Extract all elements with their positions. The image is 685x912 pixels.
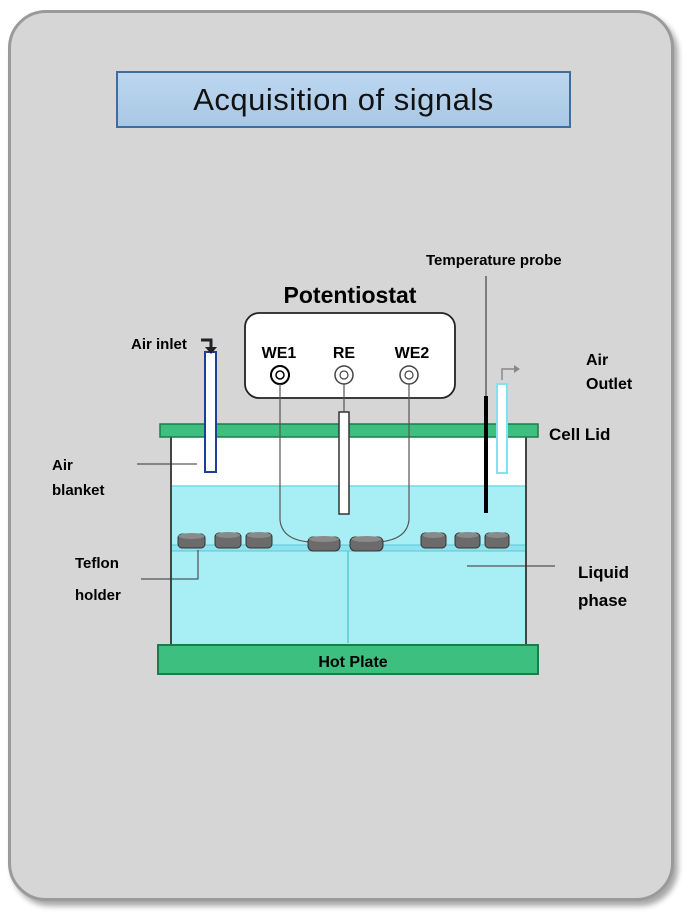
teflon-holder-label-line1: Teflon — [75, 555, 119, 572]
we2-terminal-inner — [404, 370, 414, 380]
sample-disc — [454, 532, 481, 549]
sample-discs — [177, 532, 510, 552]
sample-disc — [420, 532, 447, 549]
we2-label: WE2 — [395, 345, 430, 362]
air-inlet-arrowhead — [205, 347, 217, 354]
air-outlet-tube — [496, 383, 508, 474]
we1-label: WE1 — [262, 345, 297, 362]
air-outlet-label-line2: Outlet — [586, 376, 633, 393]
air-outlet-label-line1: Air — [586, 352, 608, 369]
sample-disc — [307, 536, 341, 552]
air-outlet-arrow — [501, 368, 515, 380]
liquid-phase-label-line2: phase — [578, 591, 627, 610]
liquid-phase-label-line1: Liquid — [578, 563, 629, 582]
we2-wire — [377, 384, 410, 543]
we1-wire — [279, 384, 311, 543]
hot-plate — [157, 644, 539, 675]
teflon-holder-pointer — [141, 550, 199, 580]
temperature-probe-label: Temperature probe — [426, 252, 562, 269]
air-inlet-arrow — [201, 338, 213, 350]
sample-disc — [214, 532, 242, 549]
air-inlet-tube — [204, 351, 217, 473]
cell-lid-label: Cell Lid — [549, 425, 610, 444]
sample-disc — [245, 532, 273, 549]
air-inlet-label: Air inlet — [131, 336, 187, 353]
air-blanket-label-line1: Air — [52, 457, 73, 474]
we1-terminal-inner — [275, 370, 285, 380]
potentiostat-label: Potentiostat — [284, 282, 417, 308]
sample-disc — [484, 532, 510, 549]
sample-disc — [177, 533, 206, 549]
sample-disc — [349, 536, 384, 552]
re-terminal-inner — [339, 370, 349, 380]
figure-title: Acquisition of signals — [193, 81, 494, 117]
air-outlet-arrowhead — [514, 365, 520, 373]
air-blanket-label-line2: blanket — [52, 482, 105, 499]
teflon-holder-label-line2: holder — [75, 587, 121, 604]
reference-electrode — [338, 411, 350, 515]
re-label: RE — [333, 345, 356, 362]
title-banner: Acquisition of signals — [116, 71, 571, 128]
hot-plate-label: Hot Plate — [318, 654, 387, 671]
